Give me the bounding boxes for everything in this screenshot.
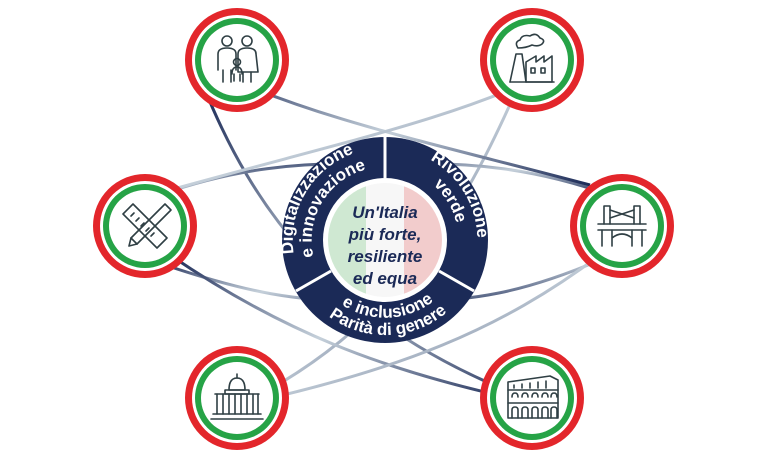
badge-capitol [185, 346, 289, 450]
badge-factory [480, 8, 584, 112]
family-icon [217, 35, 259, 83]
center-line-1: Un'Italia [352, 203, 417, 222]
center-line-2: più forte, [348, 225, 422, 244]
ring-divider [438, 269, 475, 293]
central-hub: Digitalizzazione e innovazione Rivoluzio… [278, 137, 492, 343]
capitol-building-icon [210, 373, 264, 420]
orbit-line [239, 253, 601, 407]
factory-icon [509, 33, 555, 83]
badge-bridge [570, 174, 674, 278]
ring-divider [295, 269, 332, 293]
badge-colosseum [480, 346, 584, 450]
orbit-line [169, 253, 521, 402]
center-line-3: resiliente [348, 247, 423, 266]
badge-family [185, 8, 289, 112]
bridge-icon [597, 205, 647, 247]
colosseum-icon [507, 375, 559, 419]
center-line-4: ed equa [353, 269, 417, 288]
badge-ruler-pencil [93, 174, 197, 278]
ruler-pencil-icon [122, 203, 172, 249]
